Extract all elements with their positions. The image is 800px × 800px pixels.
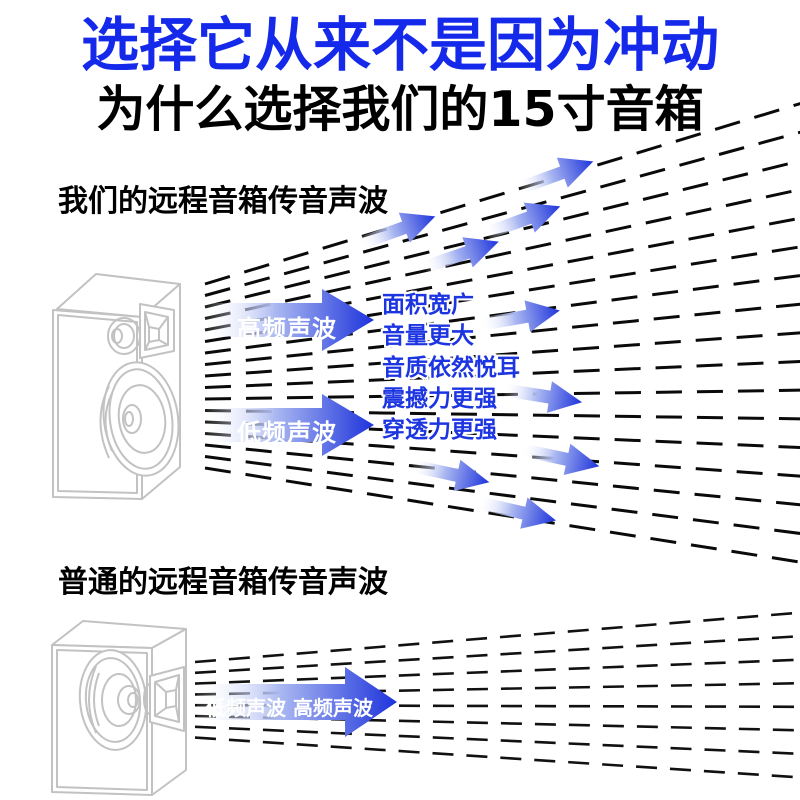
main-title: 选择它从来不是因为冲动 — [80, 11, 719, 79]
low-freq-arrow — [205, 394, 374, 456]
feature-item: 面积宽广 — [382, 292, 474, 318]
feature-item: 音质依然悦耳 — [382, 355, 520, 381]
feature-item: 音量更大 — [382, 323, 474, 349]
wave-dashed-line — [204, 331, 800, 378]
sub-title: 为什么选择我们的15寸音箱 — [96, 81, 704, 138]
high-freq-arrow-label: 高频声波 — [237, 315, 337, 343]
combined-freq-arrow-label: 低频声波 高频声波 — [206, 696, 373, 720]
direction-arrows — [197, 289, 397, 737]
combined-freq-arrow — [197, 667, 397, 737]
sound-direction-arrow — [481, 191, 566, 249]
wave-dashed-line — [204, 455, 800, 535]
sound-direction-arrow — [514, 146, 599, 204]
our-section-heading: 我们的远程音箱传音声波 — [58, 184, 388, 219]
wave-dashed-line — [204, 360, 800, 389]
wave-dashed-line — [194, 658, 800, 685]
sound-direction-arrow — [519, 434, 603, 482]
wave-dashed-line — [194, 725, 800, 756]
wave-dashed-line — [204, 130, 800, 297]
wave-dashed-line — [204, 443, 800, 507]
wave-dashed-line — [204, 302, 800, 366]
wave-dashed-line — [204, 388, 800, 401]
feature-item: 穿透力更强 — [382, 417, 497, 443]
low-freq-arrow-label: 低频声波 — [237, 419, 337, 447]
wave-dashed-line — [204, 466, 800, 564]
sound-direction-arrow — [480, 294, 563, 340]
our-wave-lines — [204, 102, 800, 564]
feature-item: 震撼力更强 — [382, 386, 497, 412]
wave-dashed-line — [194, 611, 800, 664]
sound-direction-arrow — [409, 450, 493, 498]
ordinary-wave-lines — [194, 611, 800, 779]
wave-dashed-line — [204, 188, 800, 320]
ordinary-speaker-illustration — [51, 620, 187, 796]
wave-dashed-line — [194, 634, 800, 675]
our-speaker-illustration — [52, 273, 181, 500]
ordinary-section-heading: 普通的远程音箱传音声波 — [58, 565, 388, 600]
high-freq-arrow — [205, 289, 374, 351]
wave-dashed-line — [204, 159, 800, 309]
wave-dashed-line — [194, 736, 800, 779]
wave-dashed-line — [204, 102, 800, 286]
